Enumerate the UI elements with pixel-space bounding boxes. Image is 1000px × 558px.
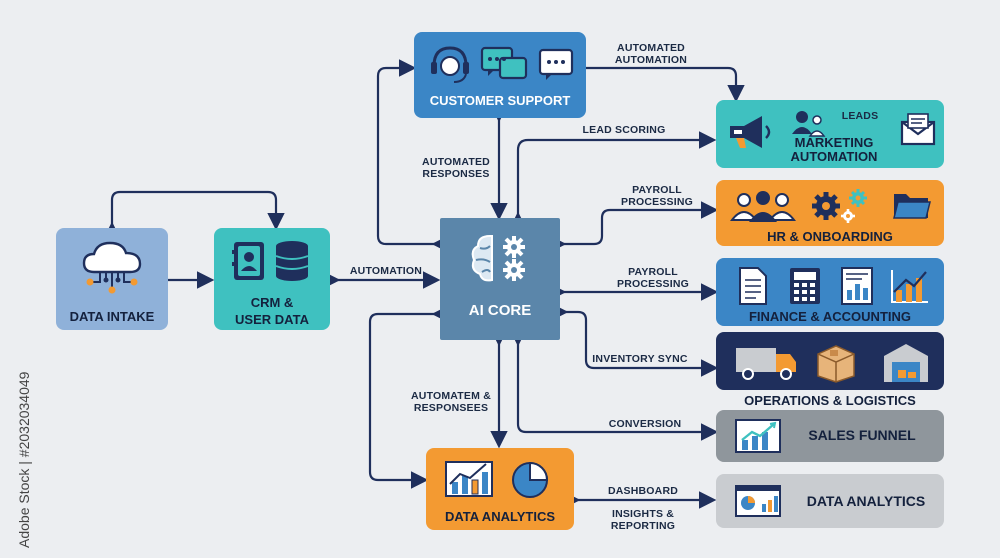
automated-automation-label: AUTOMATED AUTOMATION bbox=[614, 42, 688, 66]
report-icon bbox=[841, 267, 873, 305]
ai-analytics-loop bbox=[368, 305, 450, 489]
insights-label: INSIGHTS & REPORTING bbox=[610, 508, 676, 532]
conversion-label: CONVERSION bbox=[608, 418, 682, 430]
data-intake-title: DATA INTAKE bbox=[69, 309, 155, 324]
team-icon bbox=[730, 191, 796, 222]
operations-title: OPERATIONS & LOGISTICS bbox=[744, 393, 916, 408]
data-analytics-right-node[interactable]: DATA ANALYTICS bbox=[716, 474, 944, 528]
crm-title: CRM & USER DATA bbox=[235, 295, 309, 327]
sales-funnel-title: SALES FUNNEL bbox=[808, 427, 916, 443]
ai-core-node[interactable]: AI CORE bbox=[440, 218, 560, 340]
headset-chat-icon bbox=[431, 46, 574, 83]
dashboard-label: DASHBOARD bbox=[607, 485, 679, 497]
data-analytics-right-title: DATA ANALYTICS bbox=[806, 493, 926, 509]
gears-icon bbox=[812, 189, 867, 223]
calculator-icon bbox=[790, 268, 820, 304]
users-icon bbox=[792, 111, 826, 137]
chart-pie-icon bbox=[445, 461, 549, 498]
hr-link bbox=[548, 201, 719, 253]
marketing-title: MARKETING AUTOMATION bbox=[790, 135, 878, 164]
finance-icons bbox=[739, 267, 928, 305]
ai-core-title: AI CORE bbox=[468, 302, 532, 319]
sales-chart-icon bbox=[735, 419, 781, 453]
finance-title: FINANCE & ACCOUNTING bbox=[748, 309, 911, 324]
inventory-sync-label: INVENTORY SYNC bbox=[592, 353, 688, 365]
folder-icon bbox=[893, 194, 931, 219]
hr-title: HR & ONBOARDING bbox=[767, 229, 893, 244]
customer-support-title: CUSTOMER SUPPORT bbox=[429, 93, 571, 108]
document-icon bbox=[739, 267, 767, 305]
hr-node[interactable]: HR & ONBOARDING bbox=[716, 180, 944, 246]
finance-node[interactable]: FINANCE & ACCOUNTING bbox=[716, 258, 944, 326]
automated-responses-label: AUTOMATED RESPONSES bbox=[422, 156, 490, 180]
brain-gears-icon bbox=[471, 235, 525, 282]
lead-scoring-label: LEAD SCORING bbox=[582, 124, 666, 136]
sales-funnel-node[interactable]: SALES FUNNEL bbox=[716, 410, 944, 462]
leads-label: LEADS bbox=[841, 110, 879, 122]
customer-support-node[interactable]: CUSTOMER SUPPORT bbox=[414, 32, 586, 118]
package-icon bbox=[817, 345, 855, 383]
automation-label: AUTOMATION bbox=[349, 265, 423, 277]
data-intake-node[interactable]: DATA INTAKE bbox=[56, 228, 168, 330]
support-marketing-link bbox=[586, 66, 745, 103]
payroll-hr-label: PAYROLL PROCESSING bbox=[620, 184, 693, 208]
warehouse-icon bbox=[884, 344, 928, 382]
truck-icon bbox=[736, 348, 796, 380]
intake-crm-loop bbox=[103, 190, 285, 240]
lead-scoring-link bbox=[509, 131, 717, 230]
growth-chart-icon bbox=[891, 270, 928, 303]
data-analytics-center-title: DATA ANALYTICS bbox=[444, 509, 556, 524]
automatem-label: AUTOMATEM & RESPONSEES bbox=[411, 390, 491, 414]
contact-book-database-icon bbox=[232, 241, 309, 281]
cloud-network-icon bbox=[82, 241, 142, 294]
crm-node[interactable]: CRM & USER DATA bbox=[214, 228, 330, 330]
ai-support-loop bbox=[376, 59, 450, 253]
dashboard-icon bbox=[735, 485, 781, 517]
logistics-icons bbox=[736, 344, 928, 383]
operations-node[interactable]: OPERATIONS & LOGISTICS bbox=[716, 332, 944, 408]
sales-link bbox=[509, 328, 719, 441]
megaphone-icon bbox=[730, 116, 771, 148]
marketing-node[interactable]: LEADS MARKETING AUTOMATION bbox=[716, 100, 944, 168]
data-analytics-center-node[interactable]: DATA ANALYTICS bbox=[426, 448, 574, 530]
envelope-icon bbox=[900, 113, 936, 146]
payroll-finance-label: PAYROLL PROCESSING bbox=[616, 266, 689, 290]
